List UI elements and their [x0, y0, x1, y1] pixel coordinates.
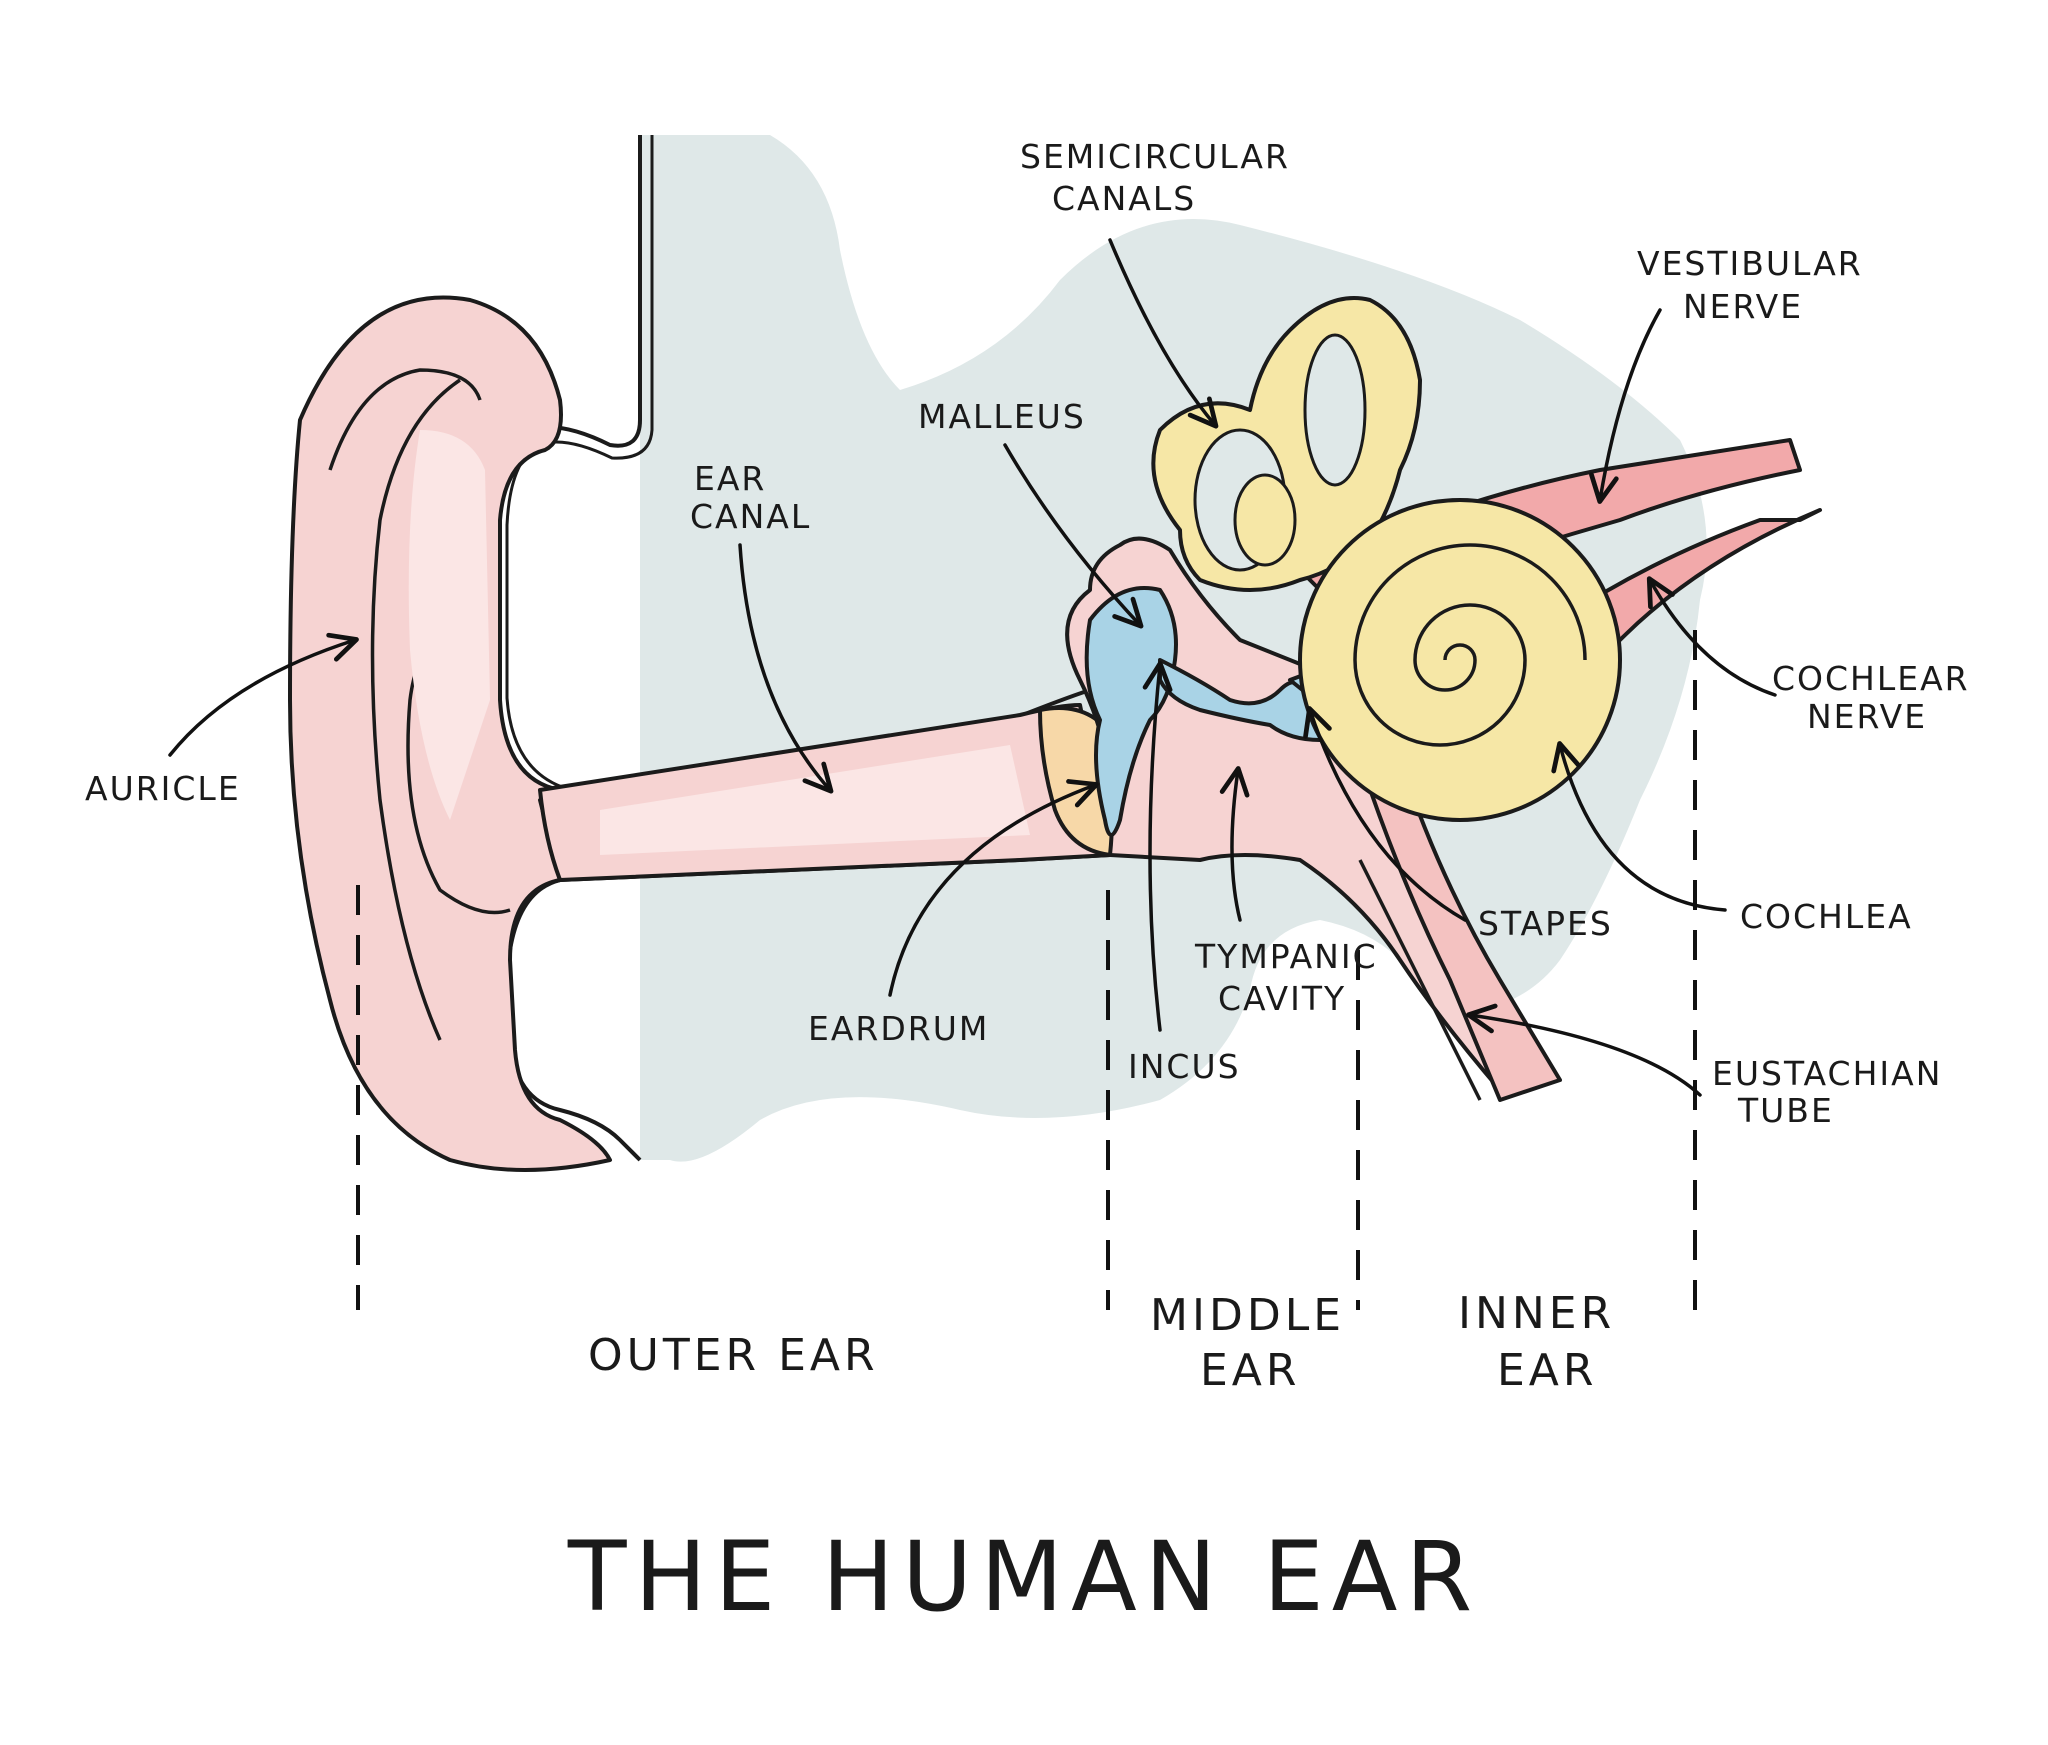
label-tympanic-2: CAVITY: [1218, 979, 1346, 1018]
region-middle-ear-2: EAR: [1200, 1345, 1300, 1396]
eustachian-tube-line: [1358, 859, 1482, 1101]
semicircular-canal-3: [1233, 473, 1297, 567]
cochlea-shape: [1298, 498, 1622, 822]
auricle-helix: [328, 368, 482, 471]
arrow-cochlea: [1551, 741, 1727, 912]
ossicles-shape: [1084, 586, 1178, 837]
auricle-antihelix: [370, 378, 461, 1041]
arrow-incus: [1142, 661, 1173, 1032]
label-vestibular-1: VESTIBULAR: [1637, 244, 1863, 283]
arrow-auricle: [168, 632, 359, 757]
label-ear-canal-1: EAR: [694, 459, 766, 498]
auricle-concha: [408, 430, 490, 820]
label-cochlear-1: COCHLEAR: [1772, 659, 1970, 698]
arrow-cochlear-nerve: [1646, 576, 1777, 697]
label-semicircular-2: CANALS: [1052, 179, 1196, 218]
diagram-title: THE HUMAN EAR: [567, 1521, 1480, 1633]
label-semicircular-1: SEMICIRCULAR: [1020, 137, 1290, 176]
semicircular-canal-2: [1303, 333, 1367, 487]
cochlea-spiral: [1353, 543, 1587, 747]
skin-boundary-inner: [505, 135, 654, 789]
label-eardrum: EARDRUM: [808, 1009, 989, 1048]
label-ear-canal-2: CANAL: [690, 497, 811, 536]
region-inner-ear-1: INNER: [1458, 1288, 1615, 1339]
eustachian-tube-shape: [1358, 758, 1562, 1102]
arrow-tympanic: [1219, 766, 1250, 922]
region-middle-ear-1: MIDDLE: [1150, 1290, 1345, 1341]
label-vestibular-2: NERVE: [1683, 287, 1803, 326]
arrow-ear-canal: [738, 543, 834, 794]
arrow-malleus: [1003, 443, 1144, 629]
arrow-vestibular: [1589, 308, 1662, 504]
label-cochlear-2: NERVE: [1807, 697, 1927, 736]
label-cochlea: COCHLEA: [1740, 897, 1913, 936]
label-eustachian-2: TUBE: [1737, 1091, 1834, 1130]
label-stapes: STAPES: [1478, 904, 1613, 943]
region-outer-ear: OUTER EAR: [588, 1330, 879, 1381]
region-inner-ear-2: EAR: [1497, 1345, 1597, 1396]
arrow-eardrum: [888, 779, 1099, 997]
ear-canal-highlight: [600, 745, 1030, 855]
arrow-eustachian: [1466, 1003, 1702, 1097]
label-malleus: MALLEUS: [918, 397, 1086, 436]
label-auricle: AURICLE: [85, 769, 241, 808]
label-incus: INCUS: [1128, 1047, 1241, 1086]
arrow-stapes: [1303, 706, 1467, 922]
label-eustachian-1: EUSTACHIAN: [1712, 1054, 1942, 1093]
arrow-semicircular: [1108, 238, 1219, 429]
label-tympanic-1: TYMPANIC: [1194, 937, 1378, 976]
